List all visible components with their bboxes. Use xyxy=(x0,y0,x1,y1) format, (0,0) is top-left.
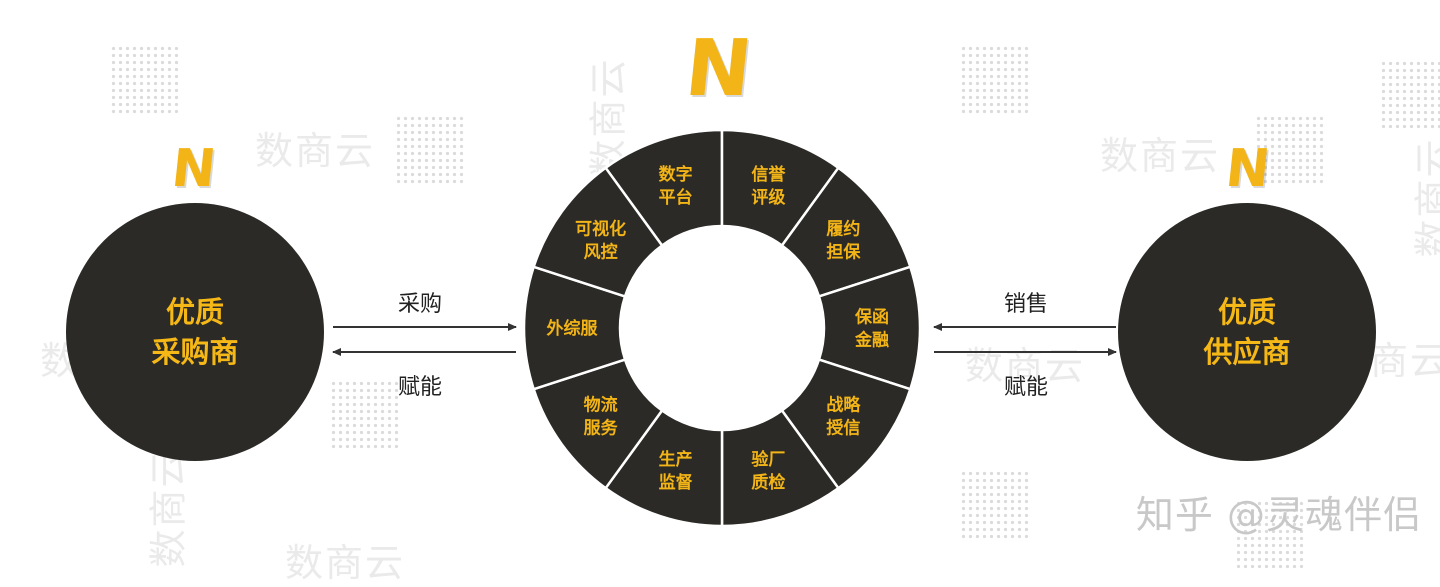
ring-segment-label: 保函金融 xyxy=(854,307,889,351)
supplier-label: 优质 供应商 xyxy=(1203,295,1291,369)
ring-segment-label: 物流服务 xyxy=(584,395,619,439)
empower-left-label: 赋能 xyxy=(398,375,443,400)
ring-segment-label: 战略授信 xyxy=(826,395,861,439)
dot-pattern xyxy=(960,470,1030,540)
sales-label: 销售 xyxy=(1004,292,1049,317)
dot-pattern xyxy=(1380,60,1440,130)
brand-watermark: 数商云 xyxy=(1100,134,1221,178)
buyer-label: 优质 采购商 xyxy=(151,295,239,369)
purchase-label: 采购 xyxy=(398,292,443,317)
dot-pattern xyxy=(110,45,180,115)
buyer-circle: 优质 采购商 xyxy=(66,203,324,461)
ring-segment-label: 数字平台 xyxy=(659,164,693,208)
brand-watermark: 数商云 xyxy=(255,129,376,173)
ring-segment xyxy=(532,166,664,299)
dot-pattern xyxy=(960,45,1030,115)
brand-watermark: 数商云 xyxy=(146,447,191,568)
ring-segment-label: 验厂质检 xyxy=(751,449,785,493)
ring-segment-label: 可视化风控 xyxy=(575,218,626,262)
dot-pattern xyxy=(395,115,465,185)
empower-right-label: 赋能 xyxy=(1004,375,1049,400)
zhihu-watermark: 知乎 @灵魂伴侣 xyxy=(1135,493,1422,537)
brand-watermark: 数商云 xyxy=(285,541,406,585)
dot-pattern xyxy=(1255,115,1325,185)
ring-segment-label: 信誉评级 xyxy=(751,164,786,208)
ring-segment-label: 外综服 xyxy=(547,318,599,339)
ring-segment-label: 生产监督 xyxy=(659,449,693,493)
supplier-circle: 优质 供应商 xyxy=(1118,203,1376,461)
right-n-logo: N xyxy=(1222,139,1273,199)
center-n-logo: N xyxy=(681,24,757,114)
left-n-logo: N xyxy=(168,139,219,199)
ring-segment-label: 履约担保 xyxy=(826,218,861,262)
dot-pattern xyxy=(1235,500,1305,570)
brand-watermark: 数商云 xyxy=(1411,137,1440,258)
dot-pattern xyxy=(330,380,400,450)
